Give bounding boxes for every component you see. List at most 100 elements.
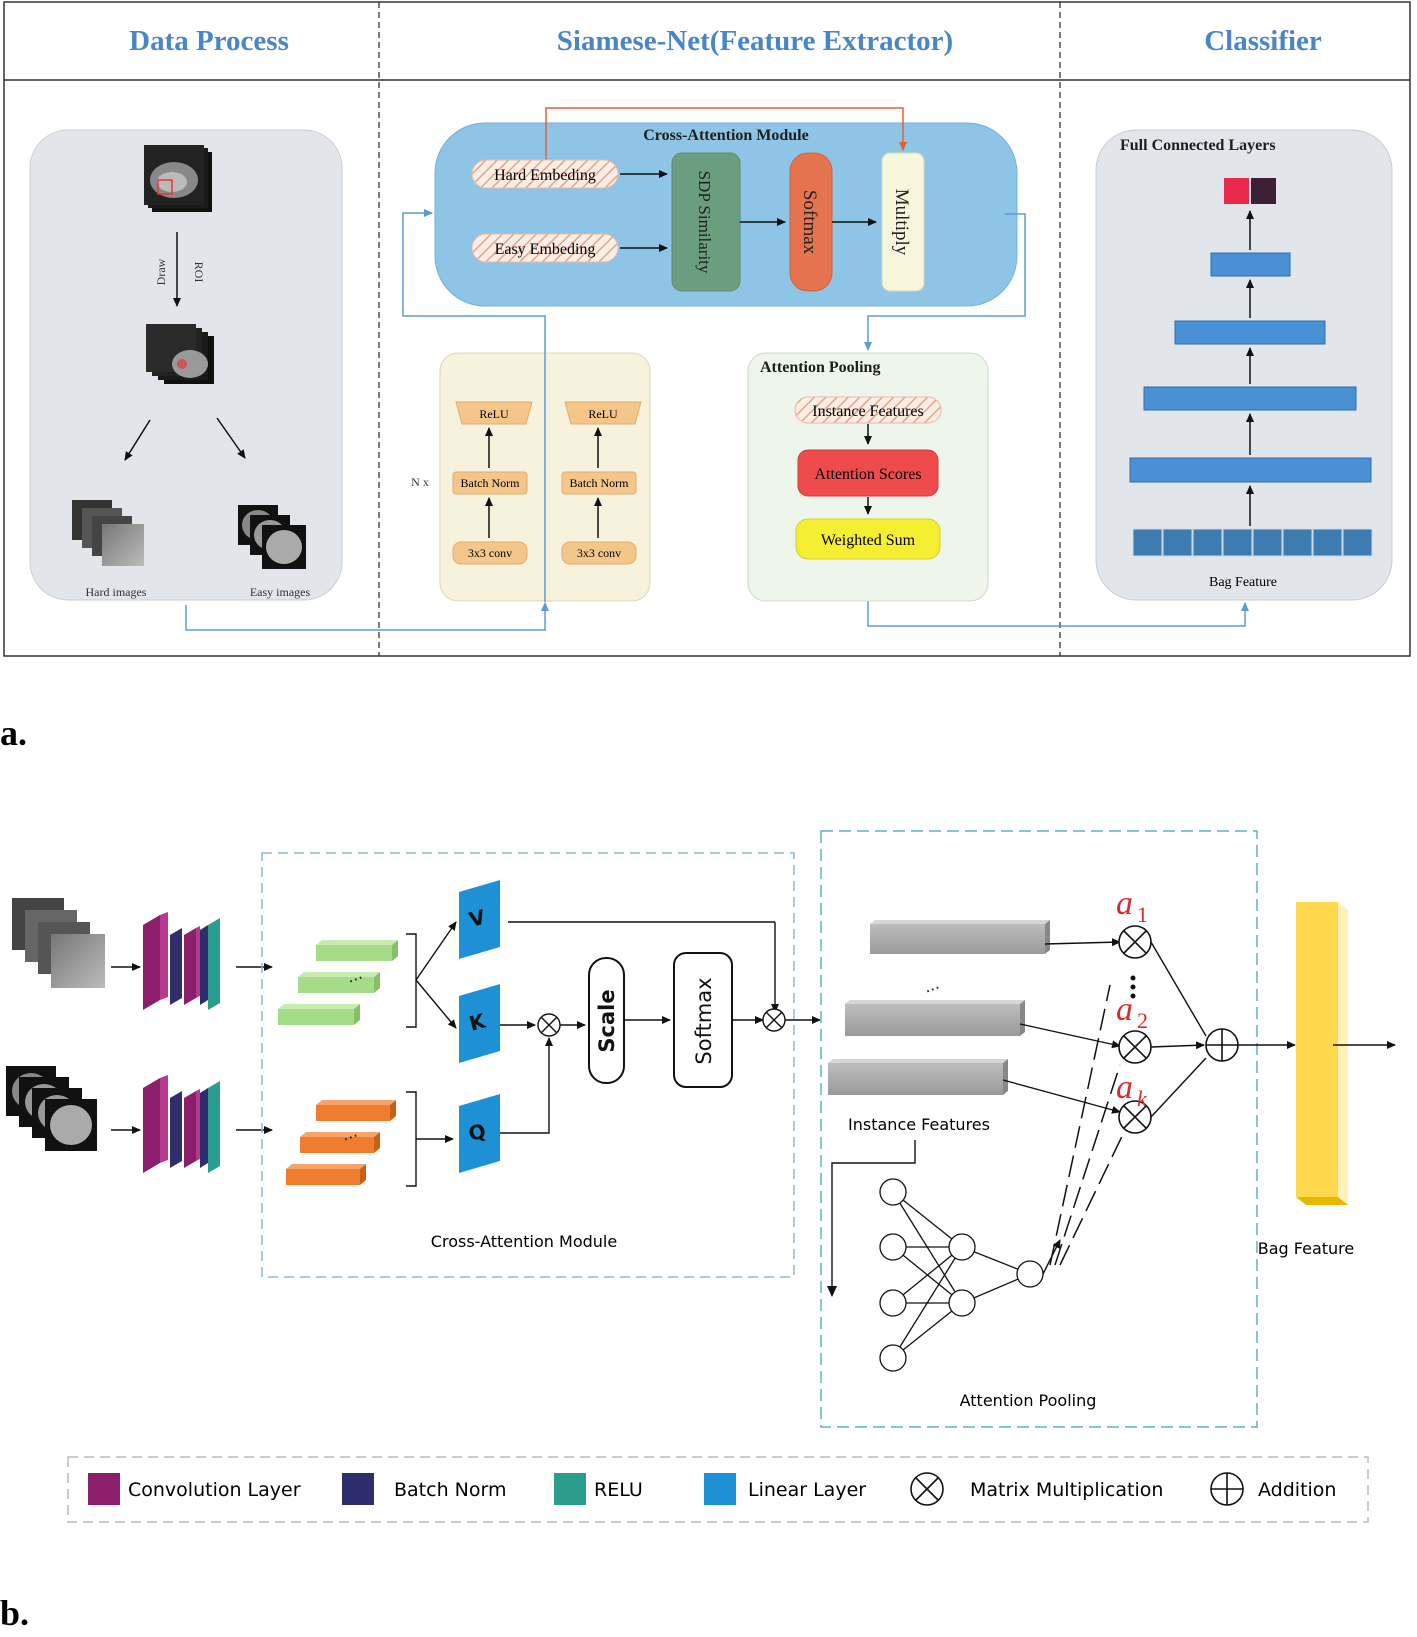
attention-pooling-box bbox=[820, 830, 1258, 1428]
v-linear: V bbox=[459, 880, 500, 959]
conv-to-cross-flow bbox=[402, 209, 546, 602]
multiply-label: Multiply bbox=[891, 189, 912, 256]
matmul-qk-icon bbox=[537, 1013, 561, 1037]
easy-embedding-label: Easy Embeding bbox=[495, 241, 596, 258]
bag-feature-label-b: Bag Feature bbox=[1258, 1239, 1354, 1258]
cross-to-pooling-flow bbox=[864, 213, 1026, 351]
sdp-similarity-label: SDP Similarity bbox=[695, 171, 714, 274]
legend-relu-swatch bbox=[554, 1473, 586, 1505]
conv-label-left: 3x3 conv bbox=[468, 546, 512, 560]
relu-label-left: ReLU bbox=[479, 407, 509, 421]
ak-subscript: k bbox=[1137, 1086, 1148, 1111]
legend-linear-swatch bbox=[704, 1473, 736, 1505]
bag-feature-cell bbox=[1222, 528, 1253, 557]
cross-attention-title: Cross-Attention Module bbox=[643, 127, 808, 144]
easy-embedding-box bbox=[471, 233, 619, 263]
output-class-2 bbox=[1251, 178, 1276, 204]
easy-images-stack bbox=[238, 505, 306, 569]
instance-features-box bbox=[794, 396, 942, 424]
multiply-box bbox=[881, 152, 925, 292]
green-bracket bbox=[406, 933, 417, 1028]
attention-pooling-label: Attention Pooling bbox=[960, 1391, 1097, 1410]
data-to-conv-flow bbox=[185, 602, 549, 631]
legend-bn-swatch bbox=[342, 1473, 374, 1505]
cnn-block-bottom bbox=[143, 1075, 220, 1173]
bag-feature-label: Bag Feature bbox=[1209, 575, 1277, 590]
legend-addition-icon bbox=[1210, 1472, 1244, 1506]
legend-matmul-icon bbox=[910, 1472, 944, 1506]
hard-embedding-box bbox=[471, 159, 619, 189]
attention-pooling-title: Attention Pooling bbox=[760, 359, 880, 376]
orange-bracket bbox=[406, 1091, 417, 1187]
bag-feature-cell bbox=[1162, 528, 1193, 557]
fc-layer-2 bbox=[1143, 386, 1357, 411]
q-linear: Q bbox=[459, 1094, 500, 1173]
conv-column-right: ReLU Batch Norm 3x3 conv bbox=[561, 401, 642, 565]
svg-text:...: ... bbox=[344, 964, 365, 987]
attention-dashed-lines bbox=[1049, 984, 1126, 1266]
bag-feature-cell bbox=[1342, 528, 1373, 557]
instance-features-label-b: Instance Features bbox=[848, 1115, 990, 1134]
svg-text:...: ... bbox=[339, 1122, 360, 1145]
legend-bn-label: Batch Norm bbox=[394, 1479, 506, 1501]
addition-icon bbox=[1205, 1028, 1239, 1062]
classifier-title: Full Connected Layers bbox=[1120, 137, 1276, 154]
cnn-block-top bbox=[143, 912, 220, 1010]
attention-weight-2: a 2 bbox=[1116, 991, 1152, 1064]
softmax-label-b: Softmax bbox=[692, 977, 716, 1064]
matmul-v-icon bbox=[762, 1008, 786, 1032]
weighted-sum-box bbox=[795, 518, 941, 560]
ak-label: a bbox=[1116, 1069, 1133, 1106]
bag-feature-cell bbox=[1282, 528, 1313, 557]
part-a: Data Process Siamese-Net(Feature Extract… bbox=[3, 1, 1411, 657]
legend: Convolution Layer Batch Norm RELU Linear… bbox=[67, 1456, 1369, 1523]
a2-label: a bbox=[1116, 991, 1133, 1028]
hard-images-stack bbox=[72, 500, 144, 566]
bag-feature-block bbox=[1296, 902, 1348, 1205]
k-linear: K bbox=[459, 984, 500, 1063]
easy-input-stack bbox=[6, 1066, 97, 1151]
hard-embedding-label: Hard Embeding bbox=[494, 167, 596, 184]
legend-conv-swatch bbox=[88, 1473, 120, 1505]
a2-subscript: 2 bbox=[1137, 1008, 1148, 1033]
part-b-label: b. bbox=[0, 1593, 29, 1633]
scale-label: Scale bbox=[595, 989, 619, 1052]
bag-feature-cell bbox=[1192, 528, 1223, 557]
mlp-network bbox=[879, 1178, 1044, 1372]
repeat-label: N x bbox=[411, 475, 429, 489]
attention-scores-box bbox=[797, 449, 939, 497]
attention-weight-k: a k bbox=[1116, 1069, 1152, 1134]
batch-norm-label-left: Batch Norm bbox=[461, 476, 521, 490]
relu-label-right: ReLU bbox=[588, 407, 618, 421]
conv-column-left: ReLU Batch Norm 3x3 conv bbox=[452, 401, 533, 565]
roi-label: ROI bbox=[192, 262, 206, 283]
softmax-label: Softmax bbox=[799, 190, 820, 255]
header-data-process: Data Process bbox=[129, 25, 289, 57]
cross-attention-module-box bbox=[261, 852, 795, 1278]
green-embeddings: ... bbox=[278, 940, 398, 1025]
hard-images-label: Hard images bbox=[86, 585, 147, 599]
cross-attention-module-label: Cross-Attention Module bbox=[431, 1232, 617, 1251]
weighted-sum-label: Weighted Sum bbox=[821, 532, 916, 549]
fc-layer-4 bbox=[1210, 252, 1291, 277]
attention-scores-label: Attention Scores bbox=[814, 466, 921, 483]
output-class-1 bbox=[1224, 178, 1249, 204]
legend-conv-label: Convolution Layer bbox=[128, 1479, 301, 1501]
part-a-frame bbox=[3, 1, 1411, 657]
draw-label: Draw bbox=[154, 258, 168, 285]
a1-subscript: 1 bbox=[1137, 902, 1148, 927]
header-classifier: Classifier bbox=[1204, 25, 1322, 57]
bag-feature-cell bbox=[1252, 528, 1283, 557]
bag-feature-vector bbox=[1132, 528, 1373, 557]
q-label: Q bbox=[466, 1118, 489, 1146]
orange-embeddings: ... bbox=[286, 1100, 396, 1185]
ct-stack-top bbox=[144, 145, 212, 212]
batch-norm-label-right: Batch Norm bbox=[570, 476, 630, 490]
legend-linear-label: Linear Layer bbox=[748, 1479, 866, 1501]
hard-embedding-skip-arrow bbox=[545, 107, 907, 160]
legend-matmul-label: Matrix Multiplication bbox=[970, 1479, 1163, 1501]
v-label: V bbox=[467, 905, 489, 932]
part-a-label: a. bbox=[0, 713, 27, 753]
instance-feature-bars: ... bbox=[828, 920, 1050, 1095]
